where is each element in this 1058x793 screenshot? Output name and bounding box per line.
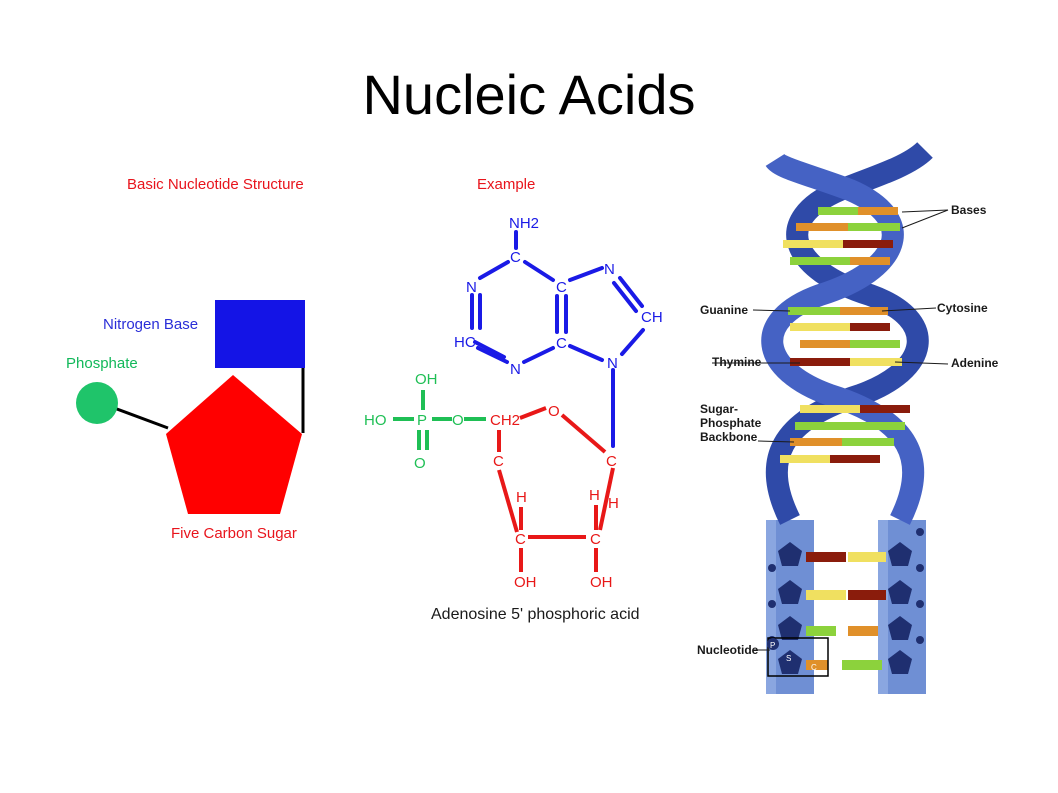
backbone-label: Sugar- Phosphate Backbone (700, 402, 762, 444)
phosphate-circle (76, 382, 118, 424)
dna-ladder-sugars (768, 528, 924, 674)
atom-o: O (548, 403, 560, 420)
thymine-label: Thymine (712, 355, 762, 369)
atom-ch2: CH2 (490, 412, 520, 429)
atom-ch: CH (641, 309, 663, 326)
atom-oh: OH (590, 574, 613, 591)
atom-c: C (493, 453, 504, 470)
atom-c: C (510, 249, 521, 266)
guanine-label: Guanine (700, 303, 749, 317)
atom-hc: HC (454, 334, 476, 351)
atom-c: C (515, 531, 526, 548)
dna-ladder-rungs (806, 552, 886, 670)
atom-c: C (556, 279, 567, 296)
atom-n: N (510, 361, 521, 378)
atom-h: H (589, 487, 600, 504)
nucleotide-p-letter: P (770, 641, 775, 650)
atom-n: N (466, 279, 477, 296)
atom-oh: OH (415, 371, 438, 388)
atom-c: C (606, 453, 617, 470)
nucleotide-phosphate (767, 638, 779, 650)
nucleotide-label: Nucleotide (697, 643, 759, 657)
molecule-name: Adenosine 5' phosphoric acid (431, 606, 640, 623)
nitrogen-base-label: Nitrogen Base (103, 316, 199, 333)
atom-nh2: NH2 (509, 215, 539, 232)
nucleotide-c-letter: C (811, 663, 817, 672)
sugar-pentagon (166, 375, 302, 514)
atom-o: O (414, 455, 426, 472)
cytosine-label: Cytosine (937, 301, 988, 315)
atom-p: P (417, 412, 427, 429)
basic-structure-caption: Basic Nucleotide Structure (127, 176, 304, 193)
phosphate-label: Phosphate (66, 355, 138, 372)
dna-helix-rungs (780, 207, 910, 463)
atom-n: N (607, 355, 618, 372)
atom-h: H (608, 495, 619, 512)
nitrogen-base-square (215, 300, 305, 368)
slide-title: Nucleic Acids (362, 63, 696, 126)
nucleotide-box (767, 637, 829, 677)
atom-c: C (556, 335, 567, 352)
atom-n: N (604, 261, 615, 278)
dna-leader-lines (712, 209, 949, 651)
adenine-label: Adenine (951, 356, 999, 370)
example-caption: Example (477, 176, 536, 193)
atom-o: O (452, 412, 464, 429)
nucleotide-s-letter: S (786, 654, 791, 663)
atom-h: H (516, 489, 527, 506)
atom-c: C (590, 531, 601, 548)
atom-oh: OH (514, 574, 537, 591)
bases-label: Bases (951, 203, 987, 217)
atom-ho: HO (364, 412, 387, 429)
sugar-label: Five Carbon Sugar (171, 525, 297, 542)
